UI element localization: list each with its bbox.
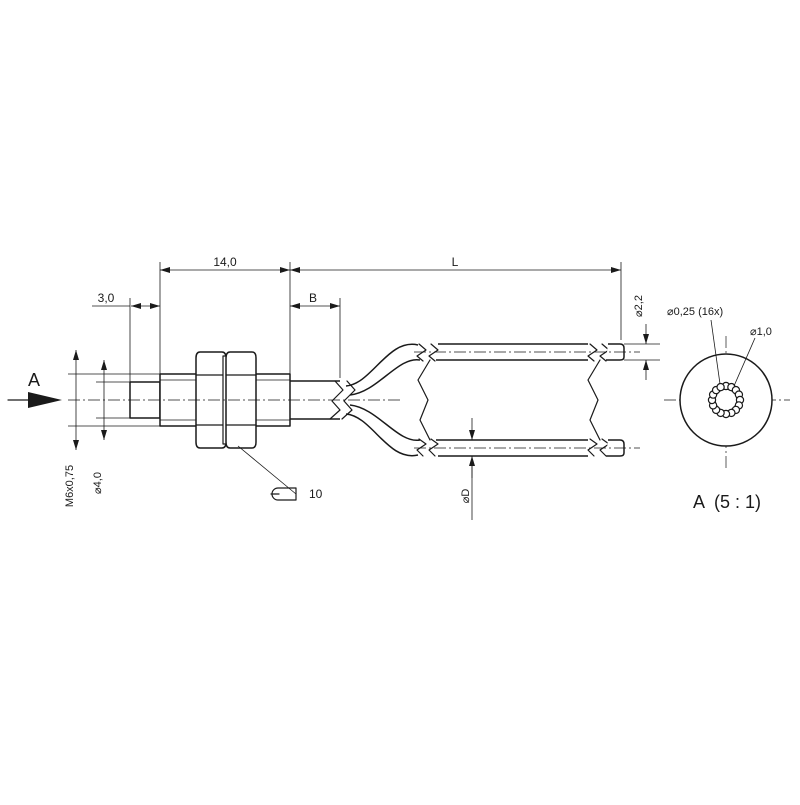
dim-thread-label: M6x0,75 [64,465,76,507]
sensor-body [129,351,340,449]
dim-dia-2-2-label: ⌀2,2 [633,295,645,317]
center-lines [68,351,640,449]
dim-l-label: L [452,255,459,269]
detail-view-a [664,319,790,470]
view-arrow [7,392,62,408]
torque-label: 10 [309,487,323,501]
fiber-dia-label: ⌀0,25 (16x) [667,306,723,318]
dim-14 [159,262,291,374]
dim-thread [68,350,160,450]
dim-b-label: B [309,291,317,305]
dim-3-label: 3,0 [98,291,115,305]
fiber-bundle [707,381,745,419]
dim-dia-4-label: ⌀4,0 [92,472,104,494]
dim-dia-4 [96,360,130,440]
core-dia-label: ⌀1,0 [750,326,772,338]
view-arrow-label: A [28,370,40,390]
wrench-icon [270,487,297,501]
view-label: A (5 : 1) [693,492,761,512]
dim-14-label: 14,0 [213,255,237,269]
hex-nut-right [225,351,257,449]
dim-3 [92,298,160,382]
dim-dia-2-2 [624,324,660,380]
dim-l [290,262,622,340]
dim-dia-d-label: ⌀D [460,489,472,504]
dim-b [290,298,341,378]
torque-callout [237,445,297,501]
